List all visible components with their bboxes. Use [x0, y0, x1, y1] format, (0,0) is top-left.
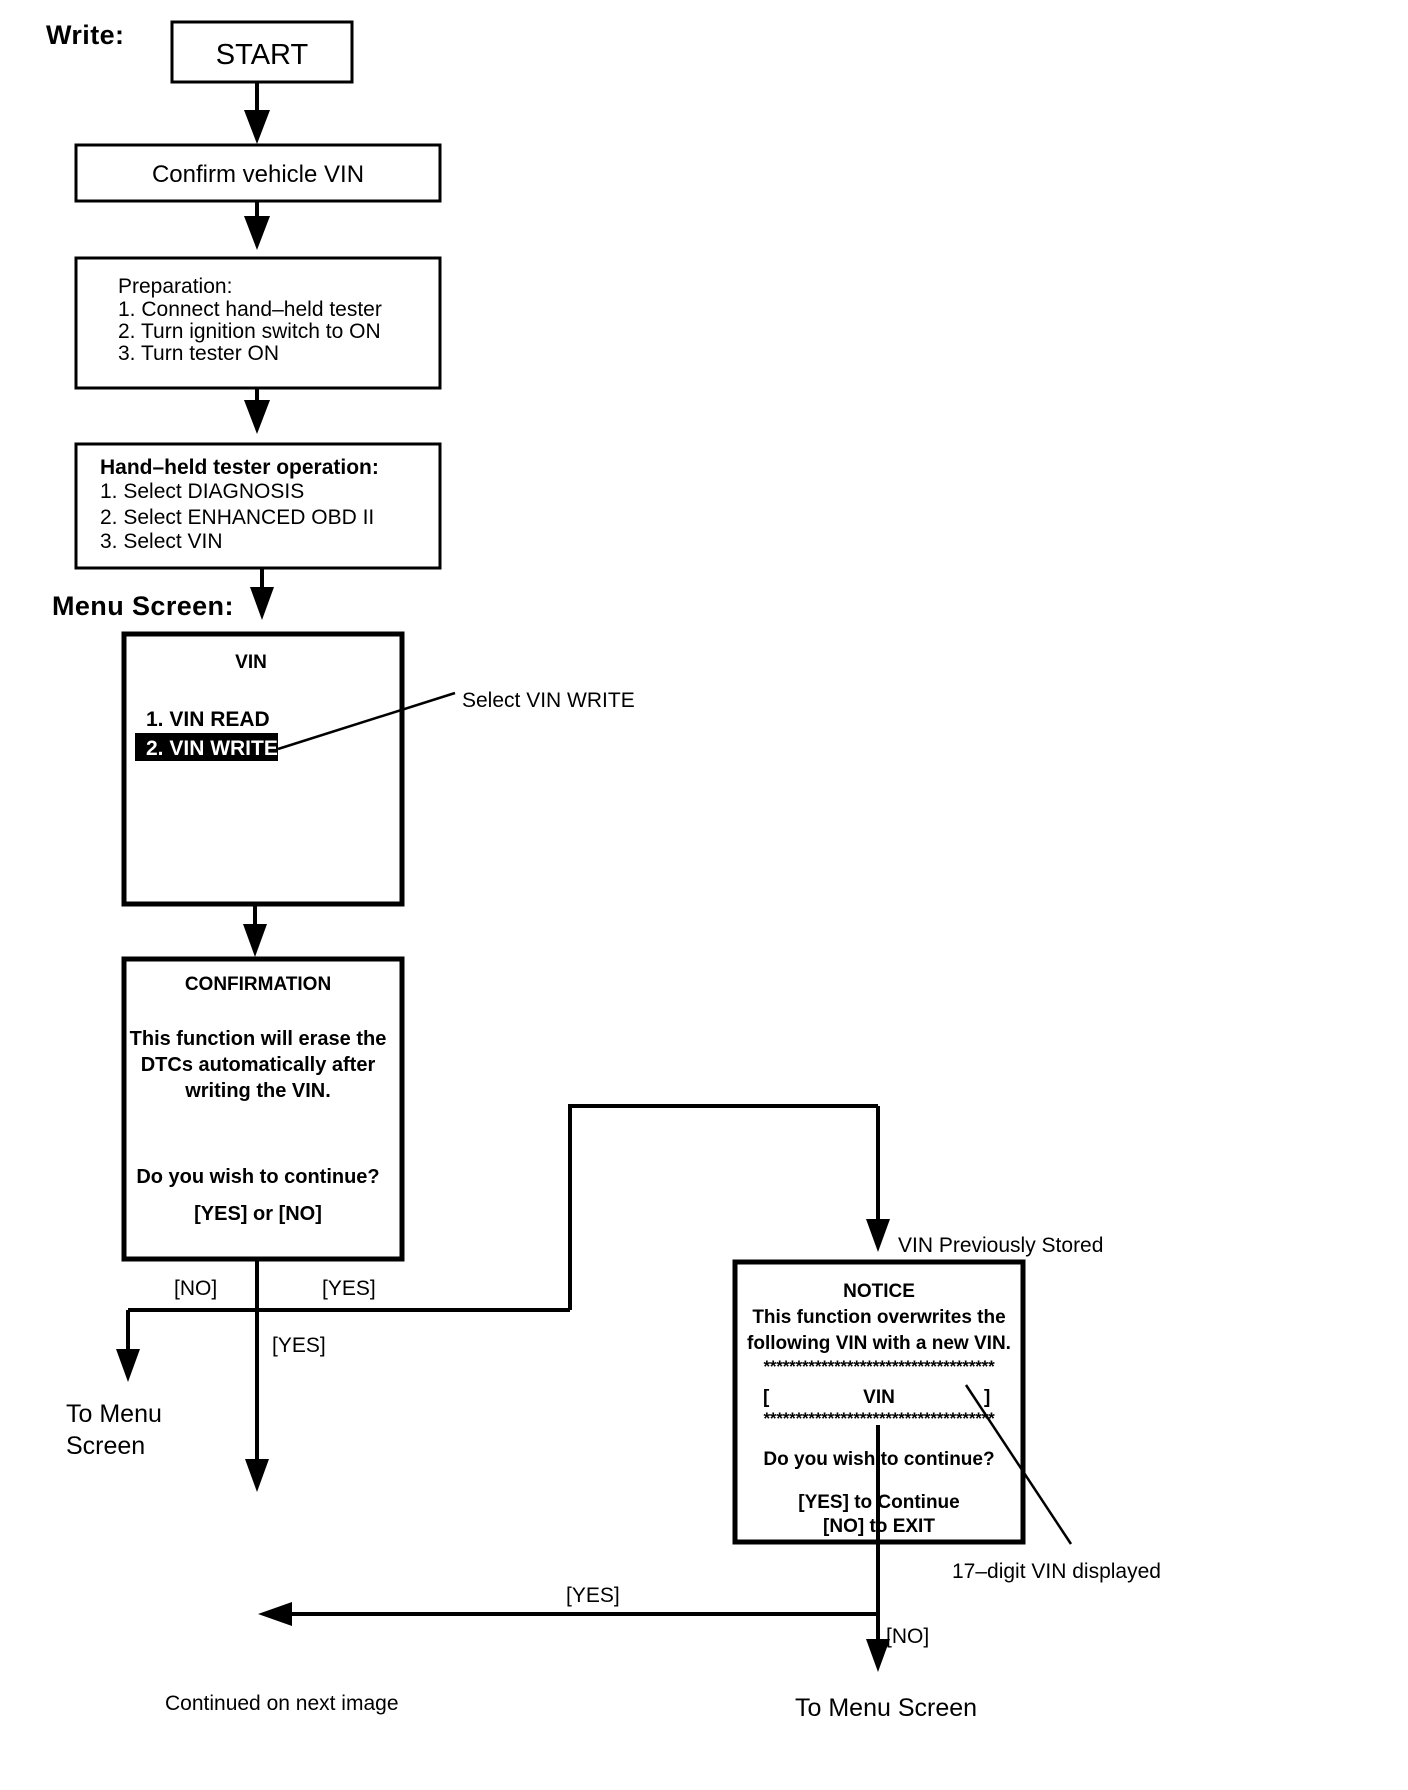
node-tester-operation-step-2: 2. Select ENHANCED OBD II [100, 506, 374, 529]
edge-confirmation-to-continued [245, 1310, 269, 1492]
edge-notice-bottom-stub [866, 1542, 890, 1672]
node-start-label: START [216, 39, 309, 71]
node-vin-menu-box [121, 631, 405, 907]
edge-confirmation-no-to-menu-screen [116, 1308, 257, 1382]
notice-line-2: following VIN with a new VIN. [747, 1333, 1011, 1354]
confirmation-options: [YES] or [NO] [194, 1203, 322, 1225]
section-heading-write: Write: [46, 20, 124, 50]
node-confirm-vin-label: Confirm vehicle VIN [152, 161, 364, 188]
terminal-to-menu-screen-right: To Menu Screen [795, 1694, 977, 1722]
edge-confirmation-yes-to-notice [255, 1104, 890, 1312]
node-tester-operation-step-3: 3. Select VIN [100, 530, 223, 553]
edge-label-confirmation-yes-right: [YES] [322, 1277, 376, 1300]
node-preparation-box [74, 256, 442, 390]
edge-start-to-confirm-vin [244, 82, 270, 144]
edge-tester-operation-to-vin-menu [250, 568, 274, 620]
confirmation-line-2: DTCs automatically after [141, 1054, 376, 1076]
annotation-17-digit-vin: 17–digit VIN displayed [952, 1560, 1161, 1583]
node-tester-operation-step-1: 1. Select DIAGNOSIS [100, 480, 304, 503]
confirmation-question: Do you wish to continue? [136, 1166, 379, 1188]
terminal-to-menu-screen-left-line-2: Screen [66, 1432, 145, 1460]
node-preparation-heading: Preparation: [118, 275, 232, 298]
edge-label-confirmation-no: [NO] [174, 1277, 217, 1300]
node-preparation-step-3: 3. Turn tester ON [118, 342, 279, 365]
edge-confirm-vin-to-preparation [244, 201, 270, 250]
vin-menu-item-vin-read[interactable]: 1. VIN READ [146, 708, 270, 731]
edge-label-confirmation-yes-down: [YES] [272, 1334, 326, 1357]
confirmation-line-1: This function will erase the [130, 1028, 387, 1050]
notice-title: NOTICE [843, 1281, 915, 1302]
node-preparation-step-1: 1. Connect hand–held tester [118, 298, 382, 321]
section-heading-menu-screen: Menu Screen: [52, 591, 234, 621]
notice-line-1: This function overwrites the [752, 1307, 1005, 1328]
edge-label-notice-no: [NO] [886, 1625, 929, 1648]
notice-vin-open-bracket: [ [763, 1387, 770, 1408]
annotation-select-vin-write-leader [277, 691, 456, 751]
node-tester-operation-heading: Hand–held tester operation: [100, 456, 379, 479]
node-confirm-vin-box [74, 143, 442, 203]
confirmation-title: CONFIRMATION [185, 974, 331, 995]
annotation-17-digit-vin-leader [964, 1384, 1073, 1545]
edge-notice-yes-to-spine [258, 1602, 878, 1626]
node-tester-operation-box [74, 442, 442, 570]
node-confirmation-box [121, 956, 405, 1262]
edge-label-notice-yes: [YES] [566, 1584, 620, 1607]
edge-preparation-to-tester-operation [244, 388, 270, 434]
confirmation-line-3: writing the VIN. [184, 1080, 331, 1102]
notice-vin-placeholder: VIN [863, 1387, 895, 1408]
annotation-select-vin-write: Select VIN WRITE [462, 689, 635, 712]
node-start-box [170, 20, 354, 84]
edge-vin-menu-to-confirmation [243, 904, 267, 957]
vin-menu-item-vin-write-highlight[interactable] [135, 733, 278, 761]
notice-divider-top: ************************************ [764, 1357, 996, 1376]
notice-vin-close-bracket: ] [984, 1387, 990, 1408]
vin-menu-title: VIN [235, 652, 267, 673]
terminal-continued-on-next-image: Continued on next image [165, 1692, 399, 1715]
node-preparation-step-2: 2. Turn ignition switch to ON [118, 320, 381, 343]
notice-divider-bottom: ************************************ [764, 1409, 996, 1428]
annotation-vin-previously-stored: VIN Previously Stored [898, 1234, 1103, 1257]
terminal-to-menu-screen-left-line-1: To Menu [66, 1400, 162, 1428]
vin-menu-item-vin-write[interactable]: 2. VIN WRITE [146, 737, 278, 760]
